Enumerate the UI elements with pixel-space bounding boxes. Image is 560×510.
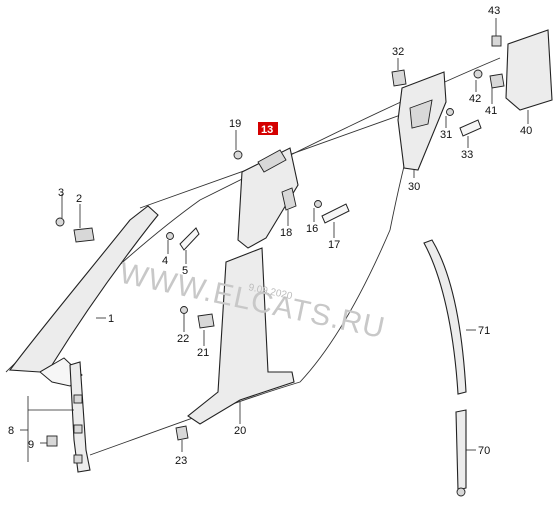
- clip-8a[interactable]: [73, 394, 83, 404]
- screw-42[interactable]: [473, 69, 483, 79]
- screw-31[interactable]: [446, 108, 454, 116]
- door-seal-71[interactable]: [423, 239, 467, 395]
- label-32[interactable]: 32: [392, 46, 404, 58]
- clip-2[interactable]: [73, 227, 95, 243]
- screw-22[interactable]: [180, 306, 188, 314]
- label-4[interactable]: 4: [162, 255, 168, 267]
- b-pillar-lower-trim[interactable]: [187, 247, 295, 425]
- label-30[interactable]: 30: [408, 181, 420, 193]
- label-18[interactable]: 18: [280, 227, 292, 239]
- clip-8b[interactable]: [73, 424, 83, 434]
- label-17[interactable]: 17: [328, 239, 340, 251]
- label-70[interactable]: 70: [478, 445, 490, 457]
- clip-18[interactable]: [281, 187, 297, 211]
- label-42[interactable]: 42: [469, 93, 481, 105]
- label-23[interactable]: 23: [175, 455, 187, 467]
- cover-17[interactable]: [321, 203, 350, 224]
- part-labels: 1 2 3 4 5 8 9 13 16 17 18 19 20 21 22 23…: [8, 5, 532, 467]
- c-pillar-insert[interactable]: [409, 99, 433, 129]
- bolt-4[interactable]: [166, 232, 174, 240]
- clip-41[interactable]: [489, 73, 505, 89]
- clip-23[interactable]: [175, 425, 189, 441]
- cover-33[interactable]: [459, 119, 482, 137]
- highlight-box-13: [258, 122, 278, 135]
- label-3[interactable]: 3: [58, 187, 64, 199]
- label-40[interactable]: 40: [520, 125, 532, 137]
- lower-pillar-strip[interactable]: [69, 361, 91, 473]
- label-1[interactable]: 1: [108, 313, 114, 325]
- seal-end-cap[interactable]: [456, 487, 466, 497]
- label-8[interactable]: 8: [8, 425, 14, 437]
- label-20[interactable]: 20: [234, 425, 246, 437]
- b-pillar-upper-trim[interactable]: [237, 147, 299, 249]
- label-22[interactable]: 22: [177, 333, 189, 345]
- label-13[interactable]: 13: [261, 124, 273, 136]
- label-43[interactable]: 43: [488, 5, 500, 17]
- label-21[interactable]: 21: [197, 347, 209, 359]
- label-16[interactable]: 16: [306, 223, 318, 235]
- label-9[interactable]: 9: [28, 439, 34, 451]
- a-pillar-trim[interactable]: [8, 205, 159, 373]
- label-19[interactable]: 19: [229, 118, 241, 130]
- label-31[interactable]: 31: [440, 129, 452, 141]
- label-33[interactable]: 33: [461, 149, 473, 161]
- d-pillar-trim[interactable]: [505, 29, 553, 111]
- screw-16[interactable]: [314, 200, 322, 208]
- label-5[interactable]: 5: [182, 265, 188, 277]
- label-71[interactable]: 71: [478, 325, 490, 337]
- clip-9[interactable]: [46, 435, 58, 447]
- cover-5[interactable]: [179, 227, 200, 251]
- door-seal-70[interactable]: [455, 409, 467, 491]
- clip-32[interactable]: [391, 69, 407, 87]
- screw-3[interactable]: [55, 217, 65, 227]
- bracket-13[interactable]: [257, 149, 287, 173]
- door-frame-line: [89, 107, 421, 456]
- leader-lines: [20, 18, 529, 462]
- clip-21[interactable]: [197, 313, 215, 329]
- label-2[interactable]: 2: [76, 193, 82, 205]
- clip-8c[interactable]: [73, 454, 83, 464]
- screw-19[interactable]: [233, 150, 243, 160]
- label-41[interactable]: 41: [485, 105, 497, 117]
- clip-43[interactable]: [491, 35, 502, 47]
